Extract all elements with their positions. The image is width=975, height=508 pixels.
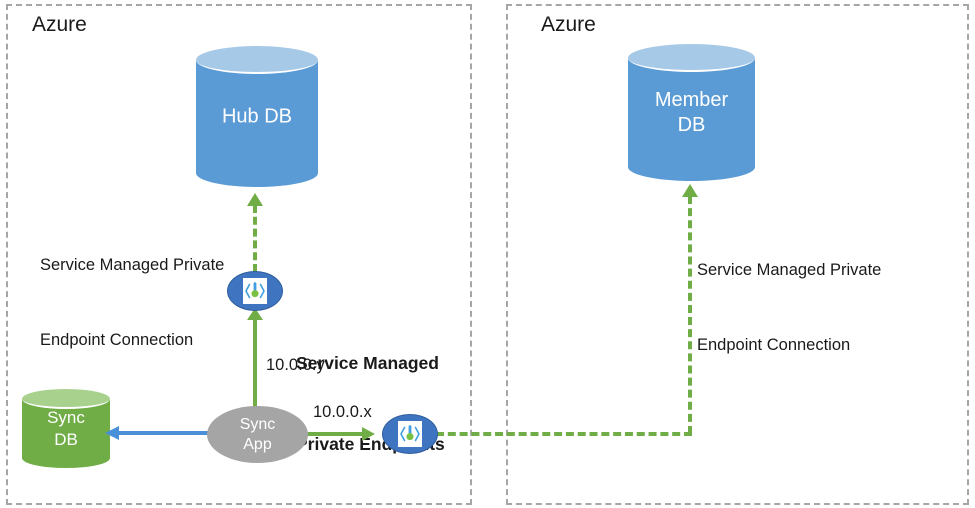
azure-label-left: Azure: [32, 13, 87, 36]
sync-app-label-line1: Sync: [239, 415, 276, 433]
label-line1: Service Managed Private: [40, 256, 225, 274]
private-link-icon: [398, 421, 422, 447]
private-endpoint-member-node[interactable]: [382, 414, 438, 454]
label-line2: Endpoint Connection: [697, 336, 851, 354]
sync-db-label-line2: DB: [54, 429, 78, 449]
label-ip-address-x: 10.0.0.x: [313, 403, 372, 421]
sync-app-label: Sync App: [240, 415, 276, 455]
label-ip-address-y: 10.0.0.y: [266, 356, 325, 374]
connector-pe-member-vertical: [688, 196, 692, 434]
arrowhead-to-member-db: [682, 184, 698, 197]
azure-boundary-right: [506, 4, 969, 505]
label-service-managed-private-endpoint-connection-left: Service Managed Private Endpoint Connect…: [40, 203, 224, 403]
arrowhead-sync-app-to-pe-hub: [247, 308, 263, 320]
member-db-label-line1: Member: [654, 88, 729, 111]
azure-label-right: Azure: [541, 13, 596, 36]
connector-pe-member-horizontal: [436, 432, 692, 436]
sync-app-label-line2: App: [243, 435, 272, 453]
connector-pe-hub-to-hub-db: [253, 205, 257, 272]
cylinder-bottom: [628, 153, 755, 181]
label-line1: Service Managed: [296, 353, 439, 373]
member-db-label-line2: DB: [677, 113, 706, 136]
sync-db-label: Sync DB: [22, 407, 110, 451]
sync-app-node[interactable]: Sync App: [207, 406, 308, 463]
cylinder-body: [196, 60, 318, 173]
cylinder-bottom: [196, 159, 318, 187]
member-db-node[interactable]: Member DB: [628, 44, 755, 181]
cylinder-top: [22, 389, 110, 409]
label-line1: Service Managed Private: [697, 261, 882, 279]
label-line2: Endpoint Connection: [40, 331, 194, 349]
arrowhead-sync-app-to-pe-member: [362, 427, 375, 441]
sync-db-node[interactable]: Sync DB: [22, 389, 110, 468]
private-endpoint-hub-node[interactable]: [227, 271, 283, 311]
connector-sync-app-to-pe-hub: [253, 318, 257, 412]
azure-boundary-left: [6, 4, 472, 505]
arrowhead-to-sync-db: [105, 426, 119, 440]
cylinder-top: [628, 44, 755, 72]
member-db-label: Member DB: [628, 88, 755, 138]
connector-sync-app-to-sync-db: [118, 431, 210, 435]
connector-sync-app-to-pe-member: [304, 432, 364, 436]
cylinder-bottom: [22, 448, 110, 468]
cylinder-top: [196, 46, 318, 74]
hub-db-label: Hub DB: [221, 105, 293, 127]
hub-db-node[interactable]: Hub DB: [196, 46, 318, 187]
sync-db-label-line1: Sync: [47, 407, 85, 427]
arrowhead-pe-hub-to-hub-db: [247, 193, 263, 206]
private-link-icon: [243, 278, 267, 304]
cylinder-body: [628, 58, 755, 167]
label-service-managed-private-endpoint-connection-right: Service Managed Private Endpoint Connect…: [697, 208, 881, 408]
